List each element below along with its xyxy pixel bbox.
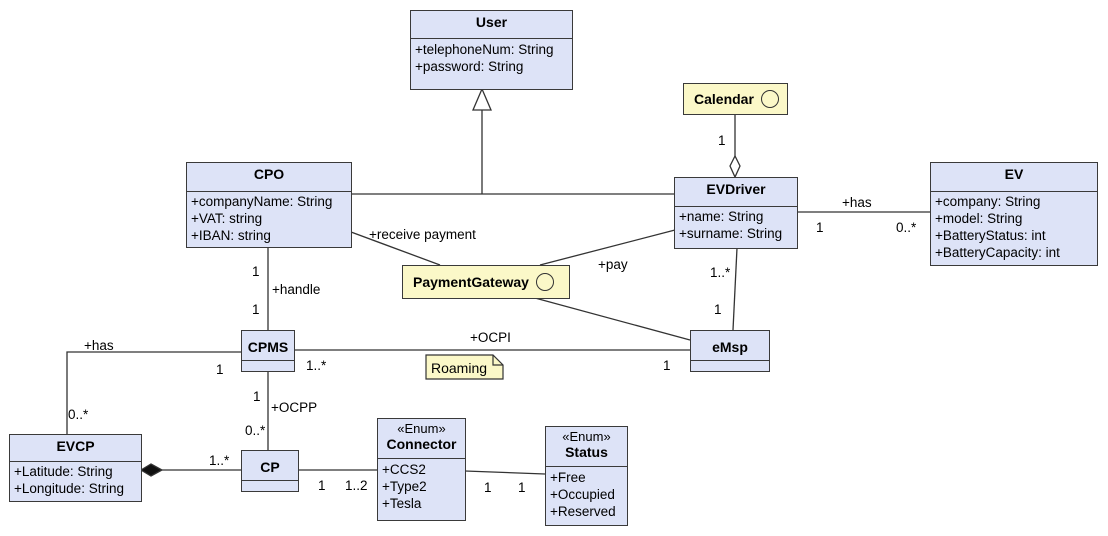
ev-driver-multiplicity: 0..*: [896, 220, 917, 235]
attribute: +BatteryStatus: int: [935, 228, 1046, 243]
class-name: EVDriver: [706, 181, 766, 197]
attribute: +BatteryCapacity: int: [935, 245, 1060, 260]
ocpi-label: +OCPI: [470, 330, 511, 345]
enum-status[interactable]: «Enum» Status +Free +Occupied +Reserved: [545, 426, 628, 526]
cpo-payment-link: [350, 231, 441, 266]
stereotype: «Enum»: [397, 421, 446, 436]
attribute: +companyName: String: [191, 194, 333, 209]
class-cpms[interactable]: CPMS: [241, 330, 295, 372]
receive-payment-label: +receive payment: [369, 227, 476, 242]
enum-literal: +Free: [550, 470, 586, 485]
composition-diamond: [139, 463, 164, 477]
class-evdriver[interactable]: EVDriver +name: String +surname: String: [674, 177, 798, 249]
class-name: CPO: [253, 166, 285, 182]
evcp-cp-multiplicity: 1..*: [209, 453, 230, 468]
driver-emsp-multiplicity: 1..*: [710, 265, 731, 280]
attribute: +surname: String: [679, 226, 783, 241]
class-evcp[interactable]: EVCP +Latitude: String +Longitude: Strin…: [9, 434, 142, 502]
class-name: CP: [260, 459, 280, 475]
class-ev[interactable]: EV +company: String +model: String +Batt…: [930, 162, 1098, 266]
evcp-cpms-multiplicity: 0..*: [68, 407, 89, 422]
class-name: Connector: [386, 436, 457, 452]
cpms-cp-multiplicity: 1: [253, 389, 261, 404]
payment-emsp-link: [534, 297, 691, 341]
enum-literal: +Reserved: [550, 504, 616, 519]
class-name: EV: [1004, 166, 1024, 182]
driver-payment-link: [539, 229, 676, 266]
class-name: EVCP: [56, 438, 95, 454]
pay-label: +pay: [598, 257, 628, 272]
class-cpo[interactable]: CPO +companyName: String +VAT: string +I…: [186, 162, 352, 248]
attribute: +Latitude: String: [14, 464, 113, 479]
connector-status-link: [464, 470, 546, 475]
cp-ocpp-multiplicity: 0..*: [245, 423, 266, 438]
enum-literal: +CCS2: [382, 462, 426, 477]
attribute: +password: String: [415, 59, 524, 74]
cpms-ocpi-multiplicity: 1..*: [306, 358, 327, 373]
status-connector-multiplicity: 1: [518, 480, 526, 495]
stereotype: «Enum»: [562, 429, 611, 444]
enum-literal: +Occupied: [550, 487, 615, 502]
class-emsp[interactable]: eMsp: [690, 330, 770, 372]
interface-circle-icon: [760, 90, 779, 108]
roaming-note-shape: [425, 354, 504, 380]
enum-connector[interactable]: «Enum» Connector +CCS2 +Type2 +Tesla: [377, 418, 466, 521]
class-name: User: [475, 14, 508, 30]
class-cp[interactable]: CP: [241, 450, 299, 492]
enum-literal: +Type2: [382, 479, 427, 494]
interface-name: PaymentGateway: [413, 274, 529, 290]
enum-literal: +Tesla: [382, 496, 422, 511]
attribute: +model: String: [935, 211, 1023, 226]
class-name: CPMS: [247, 339, 289, 355]
class-name: Status: [565, 444, 608, 460]
interface-name: Calendar: [694, 91, 754, 107]
cpo-cpms-multiplicity: 1: [252, 264, 260, 279]
attribute: +VAT: string: [191, 211, 263, 226]
attribute: +IBAN: string: [191, 228, 271, 243]
cp-connector-multiplicity: 1: [318, 478, 326, 493]
generalization-arrowhead: [472, 87, 492, 111]
emsp-ocpi-multiplicity: 1: [663, 358, 671, 373]
roaming-note[interactable]: Roaming: [431, 360, 488, 376]
driver-emsp-link: [732, 247, 738, 331]
attribute: +company: String: [935, 194, 1041, 209]
interface-circle-icon: [535, 273, 554, 291]
attribute: +Longitude: String: [14, 481, 124, 496]
handle-label: +handle: [272, 282, 321, 297]
emsp-driver-multiplicity: 1: [714, 302, 722, 317]
interface-calendar[interactable]: Calendar: [683, 83, 788, 115]
class-user[interactable]: User +telephoneNum: String +password: St…: [410, 10, 573, 90]
evcp-has-label: +has: [84, 338, 114, 353]
calendar-multiplicity: 1: [718, 133, 726, 148]
connector-status-multiplicity: 1: [484, 480, 492, 495]
cpms-cpo-multiplicity: 1: [252, 302, 260, 317]
connector-cp-multiplicity: 1..2: [345, 478, 368, 493]
cpms-evcp-link: [66, 351, 241, 434]
class-name: eMsp: [712, 339, 748, 355]
aggregation-diamond: [729, 154, 741, 179]
ocpp-label: +OCPP: [271, 400, 318, 415]
interface-payment-gateway[interactable]: PaymentGateway: [402, 265, 570, 299]
attribute: +name: String: [679, 209, 764, 224]
ev-has-label: +has: [842, 195, 872, 210]
cpms-evcp-multiplicity: 1: [216, 362, 224, 377]
driver-ev-multiplicity: 1: [816, 220, 824, 235]
attribute: +telephoneNum: String: [415, 42, 554, 57]
